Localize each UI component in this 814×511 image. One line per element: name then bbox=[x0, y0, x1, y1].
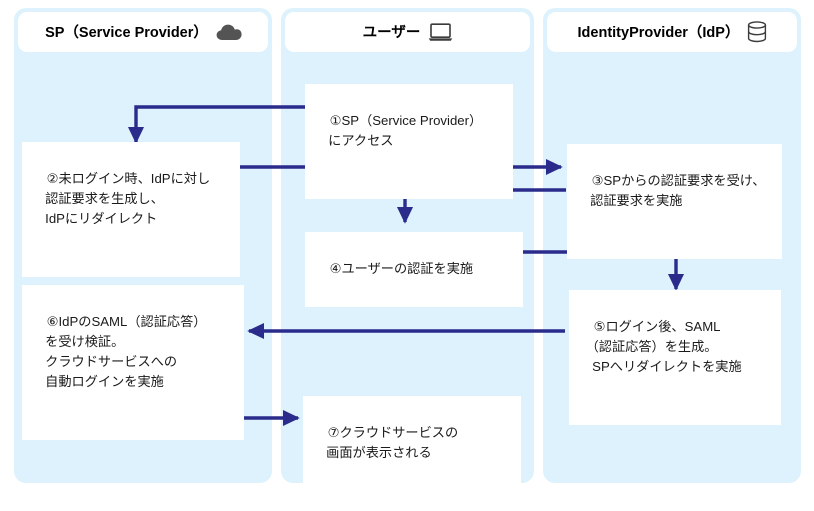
step-box-6: ⑥IdPのSAML（認証応答） を受け検証。 クラウドサービスへの 自動ログイン… bbox=[22, 285, 244, 441]
lane-header-user: ユーザー bbox=[285, 12, 530, 52]
lane-title-sp: SP（Service Provider） bbox=[44, 21, 209, 43]
step-box-4: ④ユーザーの認証を実施 bbox=[305, 232, 523, 308]
step-box-3: ③SPからの認証要求を受け、 認証要求を実施 bbox=[567, 144, 782, 260]
database-icon bbox=[747, 21, 767, 43]
lane-title-user: ユーザー bbox=[361, 21, 422, 43]
lane-title-idp: IdentityProvider（IdP） bbox=[576, 21, 741, 43]
cloud-icon bbox=[216, 24, 242, 41]
saml-flow-diagram: SP（Service Provider） ユーザー IdentityProvid… bbox=[14, 8, 801, 483]
lane-header-sp: SP（Service Provider） bbox=[18, 12, 268, 52]
laptop-icon bbox=[428, 22, 453, 42]
step-box-5: ⑤ログイン後、SAML （認証応答）を生成。 SPへリダイレクトを実施 bbox=[569, 290, 781, 426]
step-box-7: ⑦クラウドサービスの 画面が表示される bbox=[303, 396, 521, 511]
lane-header-idp: IdentityProvider（IdP） bbox=[547, 12, 797, 52]
step-box-1: ①SP（Service Provider） にアクセス bbox=[305, 84, 513, 200]
step-box-2: ②未ログイン時、IdPに対し 認証要求を生成し、 IdPにリダイレクト bbox=[22, 142, 240, 278]
